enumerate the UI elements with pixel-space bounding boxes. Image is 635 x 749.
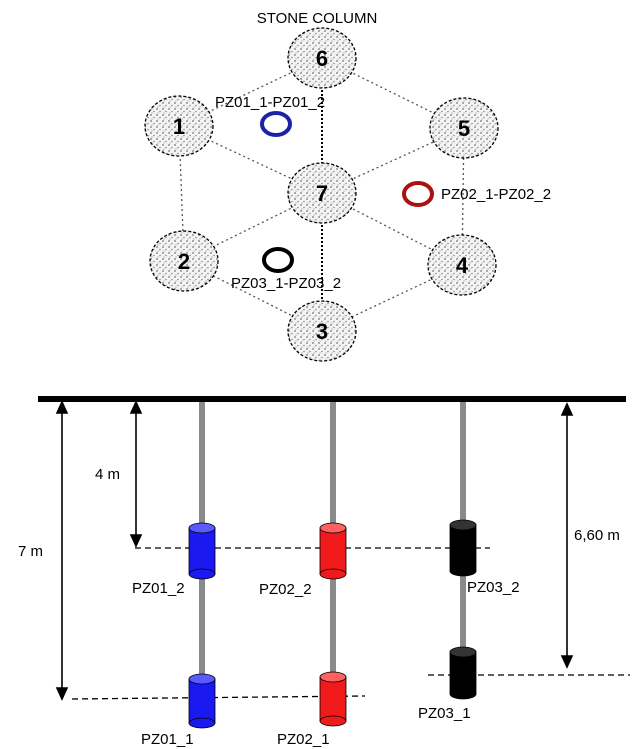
sensor-label-pz03-2: PZ03_2 [467, 579, 520, 596]
depth-label-6-60m: 6,60 m [574, 527, 620, 544]
stone-column-number: 6 [316, 46, 328, 71]
arrow-6-60m [560, 402, 574, 669]
sensor-label-pz03-1: PZ03_1 [418, 705, 471, 722]
ground-surface [38, 396, 626, 402]
sensor-pz02-2 [319, 522, 347, 580]
sensors [188, 519, 477, 729]
dimension-arrows [55, 400, 574, 701]
piezometer-ring-pz03 [262, 247, 294, 273]
sensor-label-pz01-2: PZ01_2 [132, 580, 185, 597]
stone-column-number: 2 [178, 249, 190, 274]
stone-column-2: 2 [149, 230, 219, 292]
stone-column-5: 5 [429, 97, 499, 159]
stone-column-number: 7 [316, 181, 328, 206]
plan-piezometers: PZ01_1-PZ01_2 PZ02_1-PZ02_2 PZ03_1-PZ03_… [215, 94, 551, 292]
depth-label-7m: 7 m [18, 543, 43, 560]
sensor-pz01-1 [188, 673, 216, 729]
piezometer-label-pz03: PZ03_1-PZ03_2 [231, 275, 341, 292]
depth-label-4m: 4 m [95, 466, 120, 483]
sensor-pz02-1 [319, 671, 347, 727]
plan-title: STONE COLUMN [257, 10, 378, 27]
sensor-pz03-2 [449, 519, 477, 577]
sensor-pz03-1 [449, 646, 477, 700]
stone-columns: 6 1 5 7 2 4 3 [144, 27, 499, 362]
piezometer-ring-pz02 [402, 181, 434, 207]
arrow-7m [55, 400, 69, 701]
sensor-label-pz01-1: PZ01_1 [141, 731, 194, 748]
stone-column-1: 1 [144, 95, 214, 157]
piezometer-ring-pz01 [260, 111, 292, 137]
sensor-label-pz02-2: PZ02_2 [259, 581, 312, 598]
stone-column-6: 6 [287, 27, 357, 89]
stone-column-number: 5 [458, 116, 470, 141]
stone-column-number: 3 [316, 319, 328, 344]
stone-column-3: 3 [287, 300, 357, 362]
piezometer-label-pz01: PZ01_1-PZ01_2 [215, 94, 325, 111]
level-lines [71, 547, 630, 700]
sensor-label-pz02-1: PZ02_1 [277, 731, 330, 748]
stone-column-number: 1 [173, 114, 185, 139]
stone-column-4: 4 [427, 234, 497, 296]
stone-column-7: 7 [287, 162, 357, 224]
sensor-pz01-2 [188, 522, 216, 580]
piezometer-label-pz02: PZ02_1-PZ02_2 [441, 186, 551, 203]
stone-column-number: 4 [456, 253, 469, 278]
arrow-4m [129, 400, 143, 548]
level-line-7m [71, 695, 366, 700]
